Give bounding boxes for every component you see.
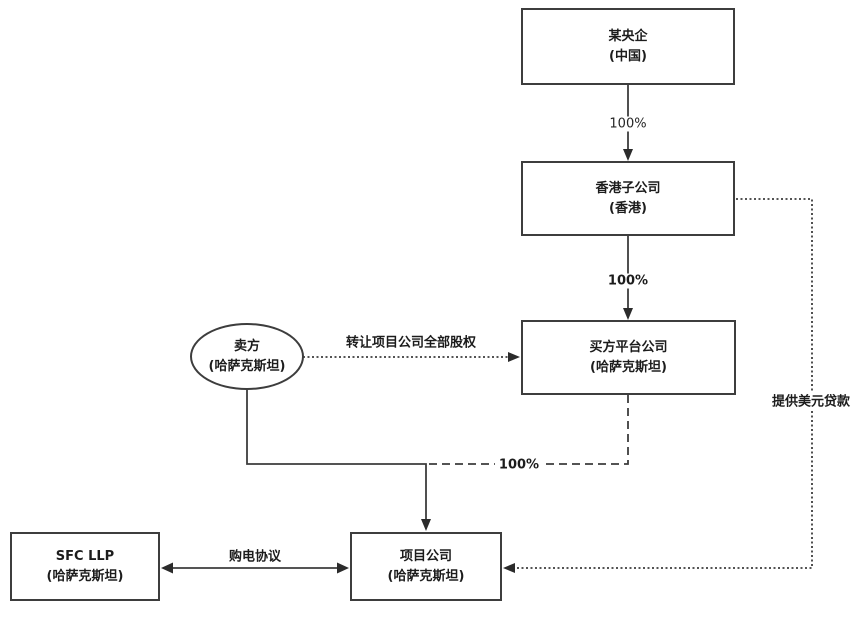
node-project-company-location: (哈萨克斯坦) <box>387 568 465 584</box>
arrowhead-hk-to-buyer <box>623 308 633 320</box>
label-soe-owns-hk: 100% <box>605 116 651 132</box>
node-sfc-llp: SFC LLP (哈萨克斯坦) <box>10 532 160 601</box>
label-seller-transfer: 转让项目公司全部股权 <box>345 335 477 351</box>
node-sfc-llp-location: (哈萨克斯坦) <box>46 568 124 584</box>
node-hk-subsidiary: 香港子公司 (香港) <box>521 161 735 236</box>
arrowhead-into-project-top <box>421 519 431 531</box>
edge-usd-loan <box>515 198 813 569</box>
node-central-soe-location: (中国) <box>609 48 647 64</box>
arrowhead-ppa-left <box>161 562 173 574</box>
arrowhead-transfer <box>508 352 520 362</box>
node-project-company: 项目公司 (哈萨克斯坦) <box>350 532 502 601</box>
edge-buyer-owns-project <box>426 395 629 465</box>
node-seller-location: (哈萨克斯坦) <box>208 358 286 374</box>
edge-seller-to-project <box>246 390 427 522</box>
arrowhead-soe-to-hk <box>623 149 633 161</box>
node-seller-name: 卖方 <box>233 339 260 354</box>
node-buyer-platform-name: 买方平台公司 <box>589 340 668 355</box>
node-buyer-platform: 买方平台公司 (哈萨克斯坦) <box>521 320 736 395</box>
node-buyer-platform-location: (哈萨克斯坦) <box>590 359 667 375</box>
node-seller: 卖方 (哈萨克斯坦) <box>190 323 304 390</box>
node-central-soe: 某央企 (中国) <box>521 8 735 85</box>
node-project-company-name: 项目公司 <box>399 549 452 564</box>
arrowhead-ppa-right <box>337 562 349 574</box>
label-usd-loan: 提供美元贷款 <box>767 390 855 410</box>
node-sfc-llp-name: SFC LLP <box>55 549 115 564</box>
node-hk-subsidiary-location: (香港) <box>609 200 647 216</box>
node-hk-subsidiary-name: 香港子公司 <box>595 181 661 196</box>
node-central-soe-name: 某央企 <box>608 29 648 44</box>
arrowhead-loan <box>503 563 515 573</box>
label-buyer-owns-project: 100% <box>494 457 544 473</box>
label-power-purchase: 购电协议 <box>228 549 282 565</box>
label-hk-owns-buyer: 100% <box>603 273 653 289</box>
